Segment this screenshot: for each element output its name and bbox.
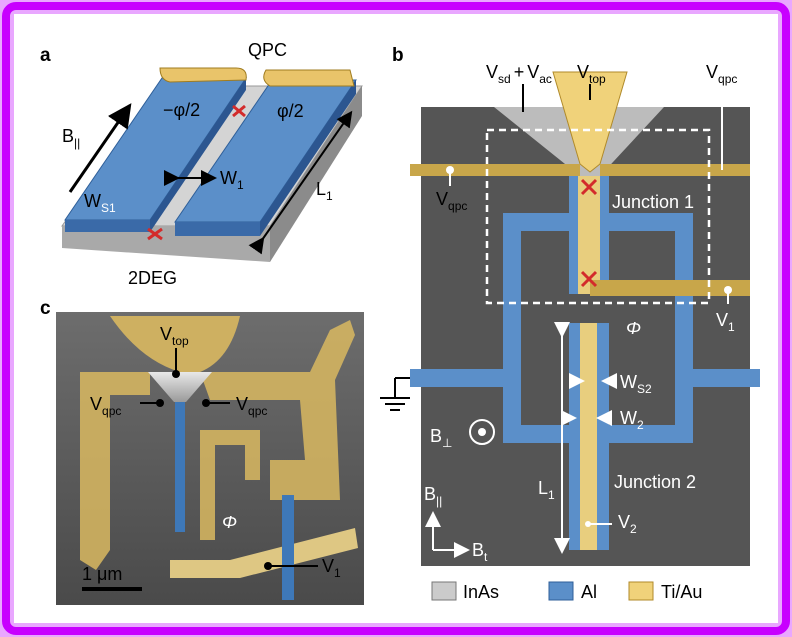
legend-label-al: Al: [581, 582, 597, 602]
bperp-symbol: [469, 419, 495, 445]
bpar-label: B||: [62, 126, 80, 150]
v2-label: V2: [618, 512, 637, 536]
vsd-vac-label: Vsd+Vac: [486, 62, 552, 86]
al-lead-left: [410, 369, 521, 387]
qpc-gate-left: [159, 67, 247, 83]
junction2-gate: [580, 323, 597, 550]
sem-inas-cone: [148, 372, 212, 402]
junction1-cross-bottom: [580, 270, 598, 288]
sem-right-gate: [200, 320, 355, 500]
legend-swatch-al: [548, 581, 574, 601]
al-loop-right: [675, 213, 693, 443]
phase-left-label: −φ/2: [163, 100, 200, 120]
v2-dot: [585, 521, 591, 527]
flux-label-b: Φ: [626, 318, 641, 338]
phase-right-label: φ/2: [277, 101, 304, 121]
scale-bar: [82, 587, 142, 591]
vqpc-dot-c-left: [156, 399, 164, 407]
panel-b: b Vsd+Vac Vtop: [380, 45, 760, 602]
vtop-label-b: Vtop: [577, 62, 606, 86]
legend: InAs Al Ti/Au: [431, 581, 702, 602]
top-gate: [552, 71, 628, 173]
qpc-gate-right: [263, 69, 355, 87]
ground-symbol: [380, 377, 410, 411]
junction1-label: Junction 1: [612, 192, 694, 212]
panel-c: c Vtop Vqpc Vqpc Φ V1 1 μm: [40, 298, 364, 605]
sem-v1-gate: [170, 528, 358, 578]
sem-al-strip-right: [282, 495, 294, 600]
junction-cross-bottom: [147, 227, 163, 241]
substrate-label: 2DEG: [128, 268, 177, 288]
sem-top-gate: [110, 316, 240, 372]
sem-left-gate: [80, 372, 150, 570]
junction1-cross-top: [580, 178, 598, 196]
l1-label-b: L1: [538, 478, 555, 502]
vtop-label-c: Vtop: [160, 324, 189, 348]
panel-a: a QPC −φ/2 φ/2 B|| W1 WS1: [40, 40, 363, 288]
al-lead-right: [675, 369, 760, 387]
ws2-label: WS2: [620, 372, 652, 396]
ws1-label: WS1: [84, 191, 116, 215]
sem-loop-gate: [200, 430, 260, 540]
bperp-symbol-dot: [478, 428, 486, 436]
bpar-label-b: B||: [424, 484, 442, 508]
junction-cross-top: [232, 104, 246, 118]
al-loop-left: [503, 213, 521, 443]
al-slab-right-front: [175, 222, 260, 236]
vqpc-label-c-right: Vqpc: [236, 394, 267, 418]
junction1-gate: [578, 176, 600, 294]
sem-al-strip-left: [175, 382, 185, 532]
junction1-dashed-box: [485, 128, 711, 305]
legend-swatch-inas: [431, 581, 457, 601]
al-slab-left-side: [150, 78, 246, 232]
w2-label: W2: [620, 408, 644, 432]
legend-label-inas: InAs: [463, 582, 499, 602]
panel-a-letter: a: [40, 45, 51, 66]
v1-dot-c: [264, 562, 272, 570]
qpc-gate-right-b: [600, 164, 750, 176]
qpc-gate-left-b: [410, 164, 580, 176]
panel-c-letter: c: [40, 298, 51, 319]
qpc-label: QPC: [248, 40, 287, 60]
vtop-dot-c: [172, 370, 180, 378]
v1-label-c: V1: [322, 556, 341, 580]
flux-label-c: Φ: [222, 512, 237, 532]
vqpc-dot-c-right: [202, 399, 210, 407]
legend-label-tiau: Ti/Au: [661, 582, 702, 602]
legend-swatch-tiau: [628, 581, 654, 601]
scale-label: 1 μm: [82, 564, 122, 584]
bperp-label: B⊥: [430, 426, 452, 450]
vqpc-label-b-right: Vqpc: [706, 62, 737, 86]
l1-label: L1: [316, 179, 333, 203]
l1-arrow: [248, 110, 353, 255]
bpar-arrow: [68, 103, 132, 193]
junction2-label: Junction 2: [614, 472, 696, 492]
panel-b-letter: b: [392, 45, 404, 66]
bt-label: Bt: [472, 540, 488, 564]
vqpc-label-c-left: Vqpc: [90, 394, 121, 418]
al-slab-left-front: [65, 220, 150, 232]
vqpc-label-b-left: Vqpc: [436, 189, 467, 213]
w1-label: W1: [220, 168, 244, 192]
v1-label-b: V1: [716, 310, 735, 334]
